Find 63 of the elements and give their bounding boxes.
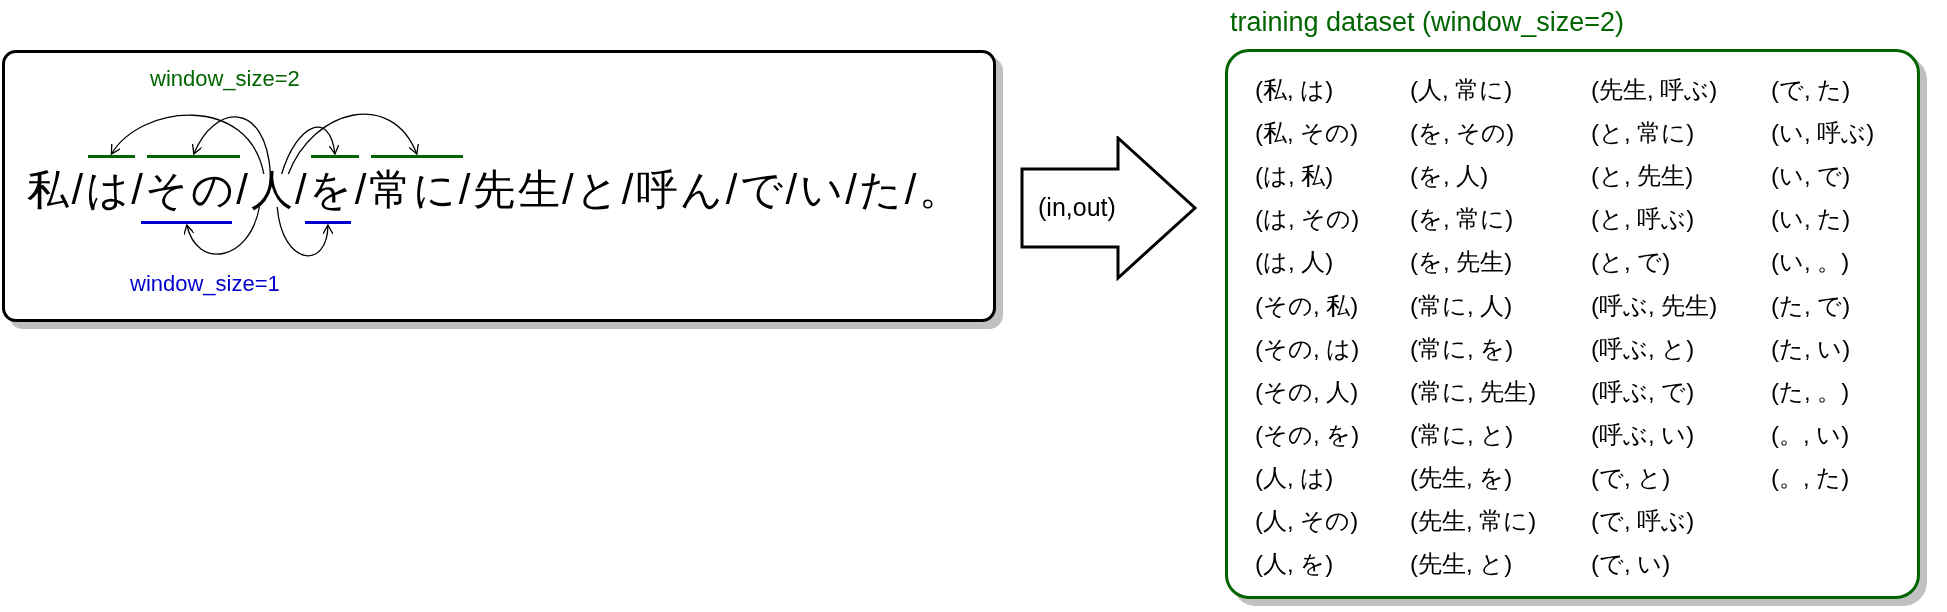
pair-entry: (呼ぶ, と) (1591, 333, 1695, 364)
pair-entry: (常に, を) (1410, 333, 1514, 364)
pair-entry: (呼ぶ, 先生) (1591, 290, 1718, 321)
pair-entry: (い, で) (1771, 161, 1851, 192)
underline-bar (305, 221, 351, 224)
pair-entry: (と, 常に) (1591, 118, 1695, 149)
pair-entry: (で, い) (1591, 549, 1671, 580)
arrow (287, 113, 418, 175)
pair-entry: (で, と) (1591, 462, 1671, 493)
underline-bar (147, 155, 241, 158)
pair-entry: (を, 人) (1410, 161, 1489, 192)
pair-entry: (い, 。) (1771, 247, 1850, 278)
panel-heading: training dataset (window_size=2) (1230, 6, 1624, 38)
pair-entry: (その, 私) (1255, 290, 1359, 321)
window-size-label: window_size=1 (130, 270, 280, 298)
pair-entry: (私, は) (1255, 75, 1334, 105)
pair-entry: (い, た) (1771, 204, 1851, 235)
underline-bar (311, 155, 359, 158)
arrow-label: (in,out) (1038, 192, 1116, 222)
pair-entry: (常に, 人) (1410, 290, 1513, 321)
pair-entry: (と, 呼ぶ) (1591, 204, 1695, 235)
pair-entry: (た, で) (1771, 290, 1851, 321)
pair-entry: (人, 常に) (1410, 75, 1513, 105)
pair-entry: (人, は) (1255, 462, 1334, 493)
pair-entry: (で, 呼ぶ) (1591, 506, 1695, 536)
pair-entry: (。, た) (1771, 462, 1850, 493)
pair-entry: (を, 先生) (1410, 247, 1513, 278)
pair-entry: (い, 呼ぶ) (1771, 118, 1875, 149)
tokenized-sentence: 私/は/その/人/を/常に/先生/と/呼ん/で/い/た/。 (27, 166, 964, 214)
pair-entry: (私, その) (1255, 118, 1359, 149)
pair-entry: (は, その) (1255, 204, 1360, 235)
pair-entry: (人, を) (1255, 549, 1334, 580)
pair-entry: (その, を) (1255, 419, 1360, 450)
arrow (184, 206, 261, 255)
pair-entry: (呼ぶ, い) (1591, 419, 1695, 450)
pair-entry: (た, い) (1771, 333, 1851, 364)
pair-entry: (人, その) (1255, 506, 1359, 536)
pair-entry: (その, は) (1255, 333, 1360, 364)
pair-entry: (と, で) (1591, 247, 1671, 278)
pair-entry: (その, 人) (1255, 376, 1359, 407)
pair-entry: (は, 私) (1255, 161, 1334, 192)
pair-entry: (常に, 先生) (1410, 376, 1537, 407)
arrow (110, 114, 265, 175)
pair-entry: (で, た) (1771, 75, 1851, 105)
pair-entry: (先生, 常に) (1410, 506, 1537, 536)
pair-entry: (常に, と) (1410, 419, 1514, 450)
pair-entry: (と, 先生) (1591, 161, 1694, 192)
pair-entry: (先生, を) (1410, 462, 1513, 493)
underline-bar (141, 221, 233, 224)
underline-bar (87, 155, 136, 158)
pair-entry: (先生, 呼ぶ) (1591, 75, 1718, 105)
pair-entry: (。, い) (1771, 419, 1850, 450)
pair-entry: (た, 。) (1771, 376, 1850, 407)
block-arrow (1020, 136, 1198, 281)
pair-entry: (呼ぶ, で) (1591, 376, 1695, 407)
pair-entry: (を, 常に) (1410, 204, 1514, 235)
arrow (281, 126, 339, 175)
pair-entry: (を, その) (1410, 118, 1515, 149)
arrow (276, 206, 333, 257)
underline-bar (370, 155, 463, 158)
pair-entry: (は, 人) (1255, 247, 1334, 278)
pair-entry: (先生, と) (1410, 549, 1513, 580)
window-size-label: window_size=2 (150, 65, 300, 93)
